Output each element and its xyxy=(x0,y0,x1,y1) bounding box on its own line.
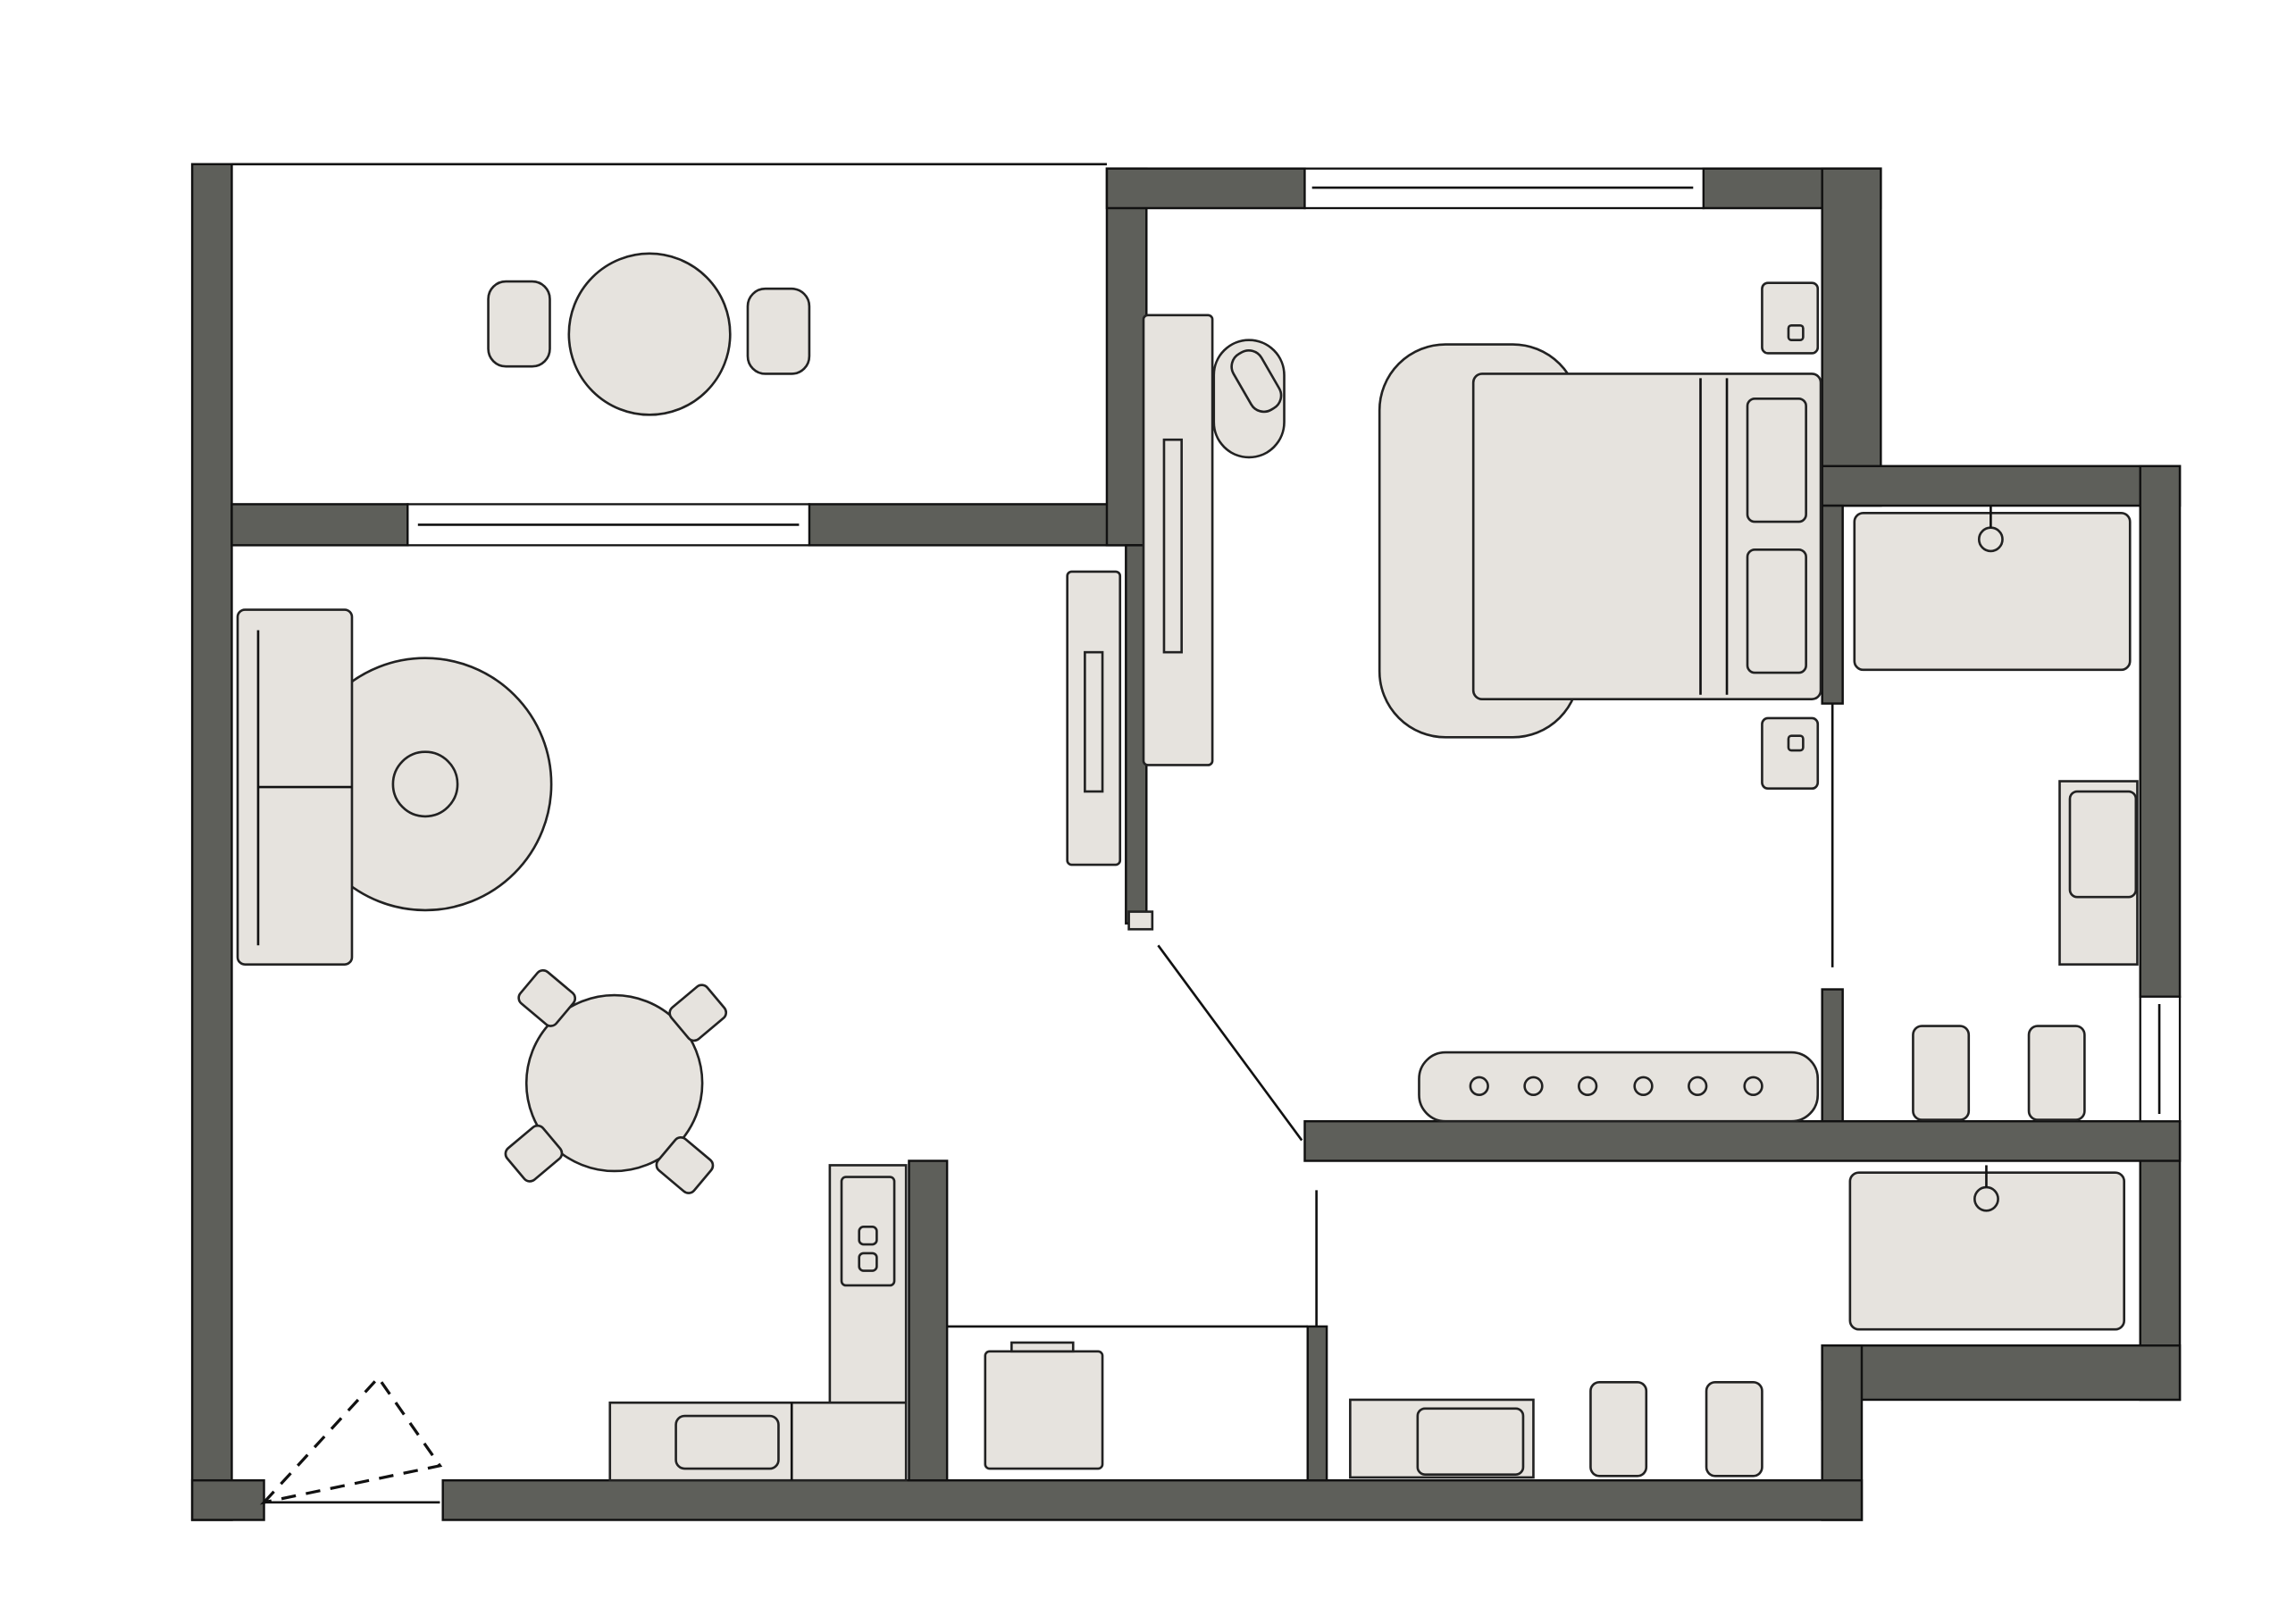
dining-table xyxy=(524,993,704,1173)
washbasin xyxy=(2068,790,2138,899)
bathtub-drain xyxy=(1977,526,2004,553)
walls xyxy=(190,163,2182,1521)
wall-bottom-left-stub xyxy=(190,1478,265,1521)
balcony-chair-right xyxy=(746,287,811,375)
living-room-furniture xyxy=(236,570,1122,1194)
balcony-round-table xyxy=(567,252,732,416)
lamp xyxy=(1787,734,1805,752)
wall-bed-bath-divider-lower xyxy=(1821,988,1844,1126)
doors xyxy=(259,703,1834,1505)
bidet xyxy=(1705,1380,1763,1478)
wardrobe-rail xyxy=(1162,438,1183,654)
wall-bed-bath-divider-upper xyxy=(1821,504,1844,705)
wall-bathroom-top xyxy=(1821,465,2182,507)
wall-kitchen-divider xyxy=(908,1159,949,1482)
toilet xyxy=(1912,1025,1971,1121)
tv xyxy=(1084,650,1104,793)
lamp xyxy=(1787,323,1805,341)
entrance-door-swing xyxy=(259,1375,443,1505)
pillow xyxy=(1746,548,1807,674)
nightstand xyxy=(1761,281,1820,355)
dining-chair xyxy=(504,1124,564,1183)
wall-bedroom-right xyxy=(1821,167,1882,507)
toilet xyxy=(1589,1380,1648,1478)
burner xyxy=(858,1251,878,1272)
wall-middle-horizontal xyxy=(1303,1119,2182,1162)
wall-balcony-left xyxy=(230,503,409,547)
balcony-chair-left xyxy=(487,280,551,368)
bathtub-drain xyxy=(1973,1185,1999,1212)
nightstand xyxy=(1761,716,1820,791)
wall-left-outer xyxy=(190,163,233,1521)
wall-bedroom-left-upper xyxy=(1105,167,1148,547)
bedroom-door-leaf[interactable] xyxy=(1157,944,1303,1142)
kitchen-furniture xyxy=(608,1164,1104,1482)
double-bed xyxy=(1471,373,1822,700)
radiator-bench xyxy=(1418,1051,1820,1123)
washbasin xyxy=(1416,1407,1525,1476)
wall-bottom xyxy=(441,1478,1864,1521)
washing-machine-handle xyxy=(1010,1341,1075,1353)
bedroom-door-jamb xyxy=(1127,910,1154,931)
radiator-knobs xyxy=(1469,1076,1763,1096)
dining-chair xyxy=(517,968,577,1027)
wall-bath2-bottom-step xyxy=(1821,1344,2182,1402)
dining-chair xyxy=(668,984,728,1042)
bedroom-furniture xyxy=(1142,281,1822,1123)
washing-machine xyxy=(984,1350,1104,1470)
bathtub xyxy=(1853,511,2132,672)
coffee-table xyxy=(391,750,459,818)
dining-chair xyxy=(655,1136,715,1194)
wall-bedroom-top-left xyxy=(1105,167,1306,210)
wall-bath-divider xyxy=(1306,1325,1328,1482)
wall-balcony-right xyxy=(808,503,1127,547)
bathroom2-furniture xyxy=(1349,1165,2126,1479)
kitchen-sink xyxy=(674,1414,780,1470)
burner xyxy=(858,1226,878,1246)
bathroom-furniture xyxy=(1853,506,2139,1121)
wall-bathroom-right-upper xyxy=(2139,465,2182,998)
desk-chair-back xyxy=(1230,349,1283,414)
windows xyxy=(406,167,2182,1123)
bidet xyxy=(2027,1025,2086,1121)
balcony-furniture xyxy=(487,252,811,416)
pillow xyxy=(1746,397,1807,523)
